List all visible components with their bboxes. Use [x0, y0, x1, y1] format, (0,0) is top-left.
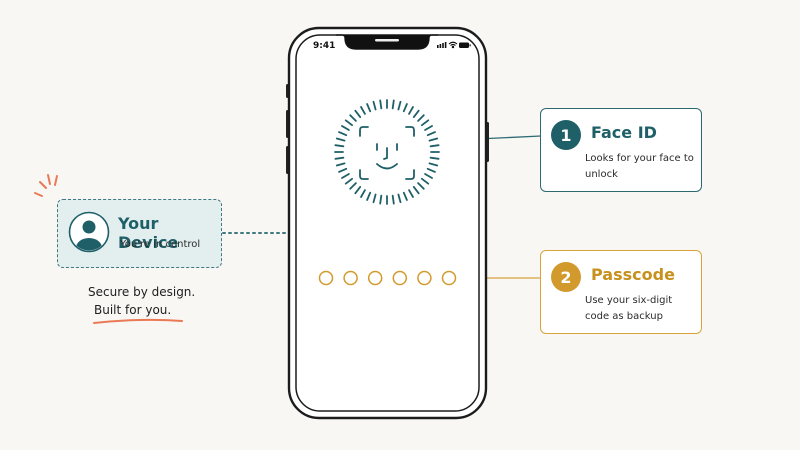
face-id-title: Face ID: [591, 123, 657, 142]
scan-tick: [344, 177, 354, 185]
scan-tick: [402, 191, 408, 201]
scan-tick: [335, 137, 346, 142]
status-time: 9:41: [313, 41, 336, 51]
scan-tick: [426, 167, 436, 173]
passcode-title: Passcode: [591, 265, 675, 284]
face-features: [376, 143, 398, 170]
phone-notch-fill: [342, 35, 432, 49]
scan-tick: [408, 189, 414, 198]
passcode-digit-dot: [343, 270, 358, 286]
scan-tick: [397, 100, 402, 111]
scan-tick: [366, 103, 372, 113]
scan-tick: [354, 109, 362, 118]
passcode-digit-dot: [441, 270, 457, 286]
passcode-digit-dot: [392, 270, 408, 286]
scan-tick: [429, 156, 440, 160]
passcode-digit-dot: [367, 270, 383, 286]
tagline-underline: [93, 318, 183, 324]
scan-tick: [424, 125, 433, 131]
scan-tick: [408, 106, 414, 115]
scan-tick: [379, 99, 383, 110]
signal-icon: [437, 42, 447, 48]
sparkle-marks: [34, 174, 58, 197]
scan-tick: [372, 100, 377, 111]
scan-tick: [391, 99, 395, 110]
scan-tick: [417, 182, 425, 190]
scan-tick: [334, 156, 345, 160]
scan-tick: [420, 119, 430, 127]
scan-tick: [349, 114, 357, 122]
scan-tick: [417, 114, 425, 122]
scan-tick: [402, 103, 408, 113]
passcode-description: Use your six-digit code as backup: [585, 295, 673, 322]
scan-tick: [428, 162, 439, 167]
scan-tick: [338, 167, 348, 173]
scan-tick: [334, 144, 345, 148]
scan-tick: [397, 193, 402, 204]
scan-tick: [341, 173, 350, 179]
scan-tick: [349, 182, 357, 190]
battery-icon: [459, 42, 471, 48]
face-scan-icon: [334, 99, 440, 205]
scan-tick: [372, 193, 377, 204]
scan-tick: [391, 194, 395, 205]
scan-tick: [338, 131, 348, 137]
device-subtitle: You're in control: [120, 239, 201, 250]
speaker-grille: [375, 39, 399, 42]
scan-tick: [354, 185, 362, 195]
passcode-card: 2 Passcode Use your six-digit code as ba…: [540, 250, 702, 334]
face-id-card: 1 Face ID Looks for your face to unlock: [540, 108, 702, 192]
scan-tick: [424, 173, 433, 179]
device-title: Your Device: [118, 214, 179, 252]
tagline-line1: Secure by design.: [88, 285, 196, 299]
scan-tick: [366, 191, 372, 201]
scan-tick: [379, 194, 383, 205]
scan-tick: [412, 109, 420, 118]
phone-screen: [295, 34, 480, 412]
wifi-icon: [448, 41, 458, 49]
scan-tick: [426, 131, 436, 137]
face-id-description: Looks for your face to unlock: [585, 153, 694, 180]
device-card: Your Device You're in control: [57, 199, 222, 268]
scan-tick: [428, 137, 439, 142]
scan-ring: [334, 99, 440, 205]
passcode-digit-dot: [417, 270, 432, 286]
scan-tick: [341, 125, 350, 131]
tagline-line2: Built for you.: [94, 303, 172, 317]
scan-tick: [429, 144, 440, 148]
face-id-step-badge: 1: [551, 120, 581, 150]
scan-tick: [412, 185, 420, 195]
scan-tick: [420, 177, 430, 185]
scan-tick: [360, 189, 366, 198]
passcode-step-badge: 2: [551, 262, 581, 292]
scan-tick: [335, 162, 346, 167]
scan-tick: [360, 106, 366, 115]
face-frame: [359, 126, 415, 180]
passcode-digit-dot: [318, 270, 334, 286]
user-avatar-icon: [68, 211, 110, 253]
passcode-dots: [318, 270, 457, 286]
phone: [286, 26, 489, 420]
scan-tick: [344, 119, 354, 127]
